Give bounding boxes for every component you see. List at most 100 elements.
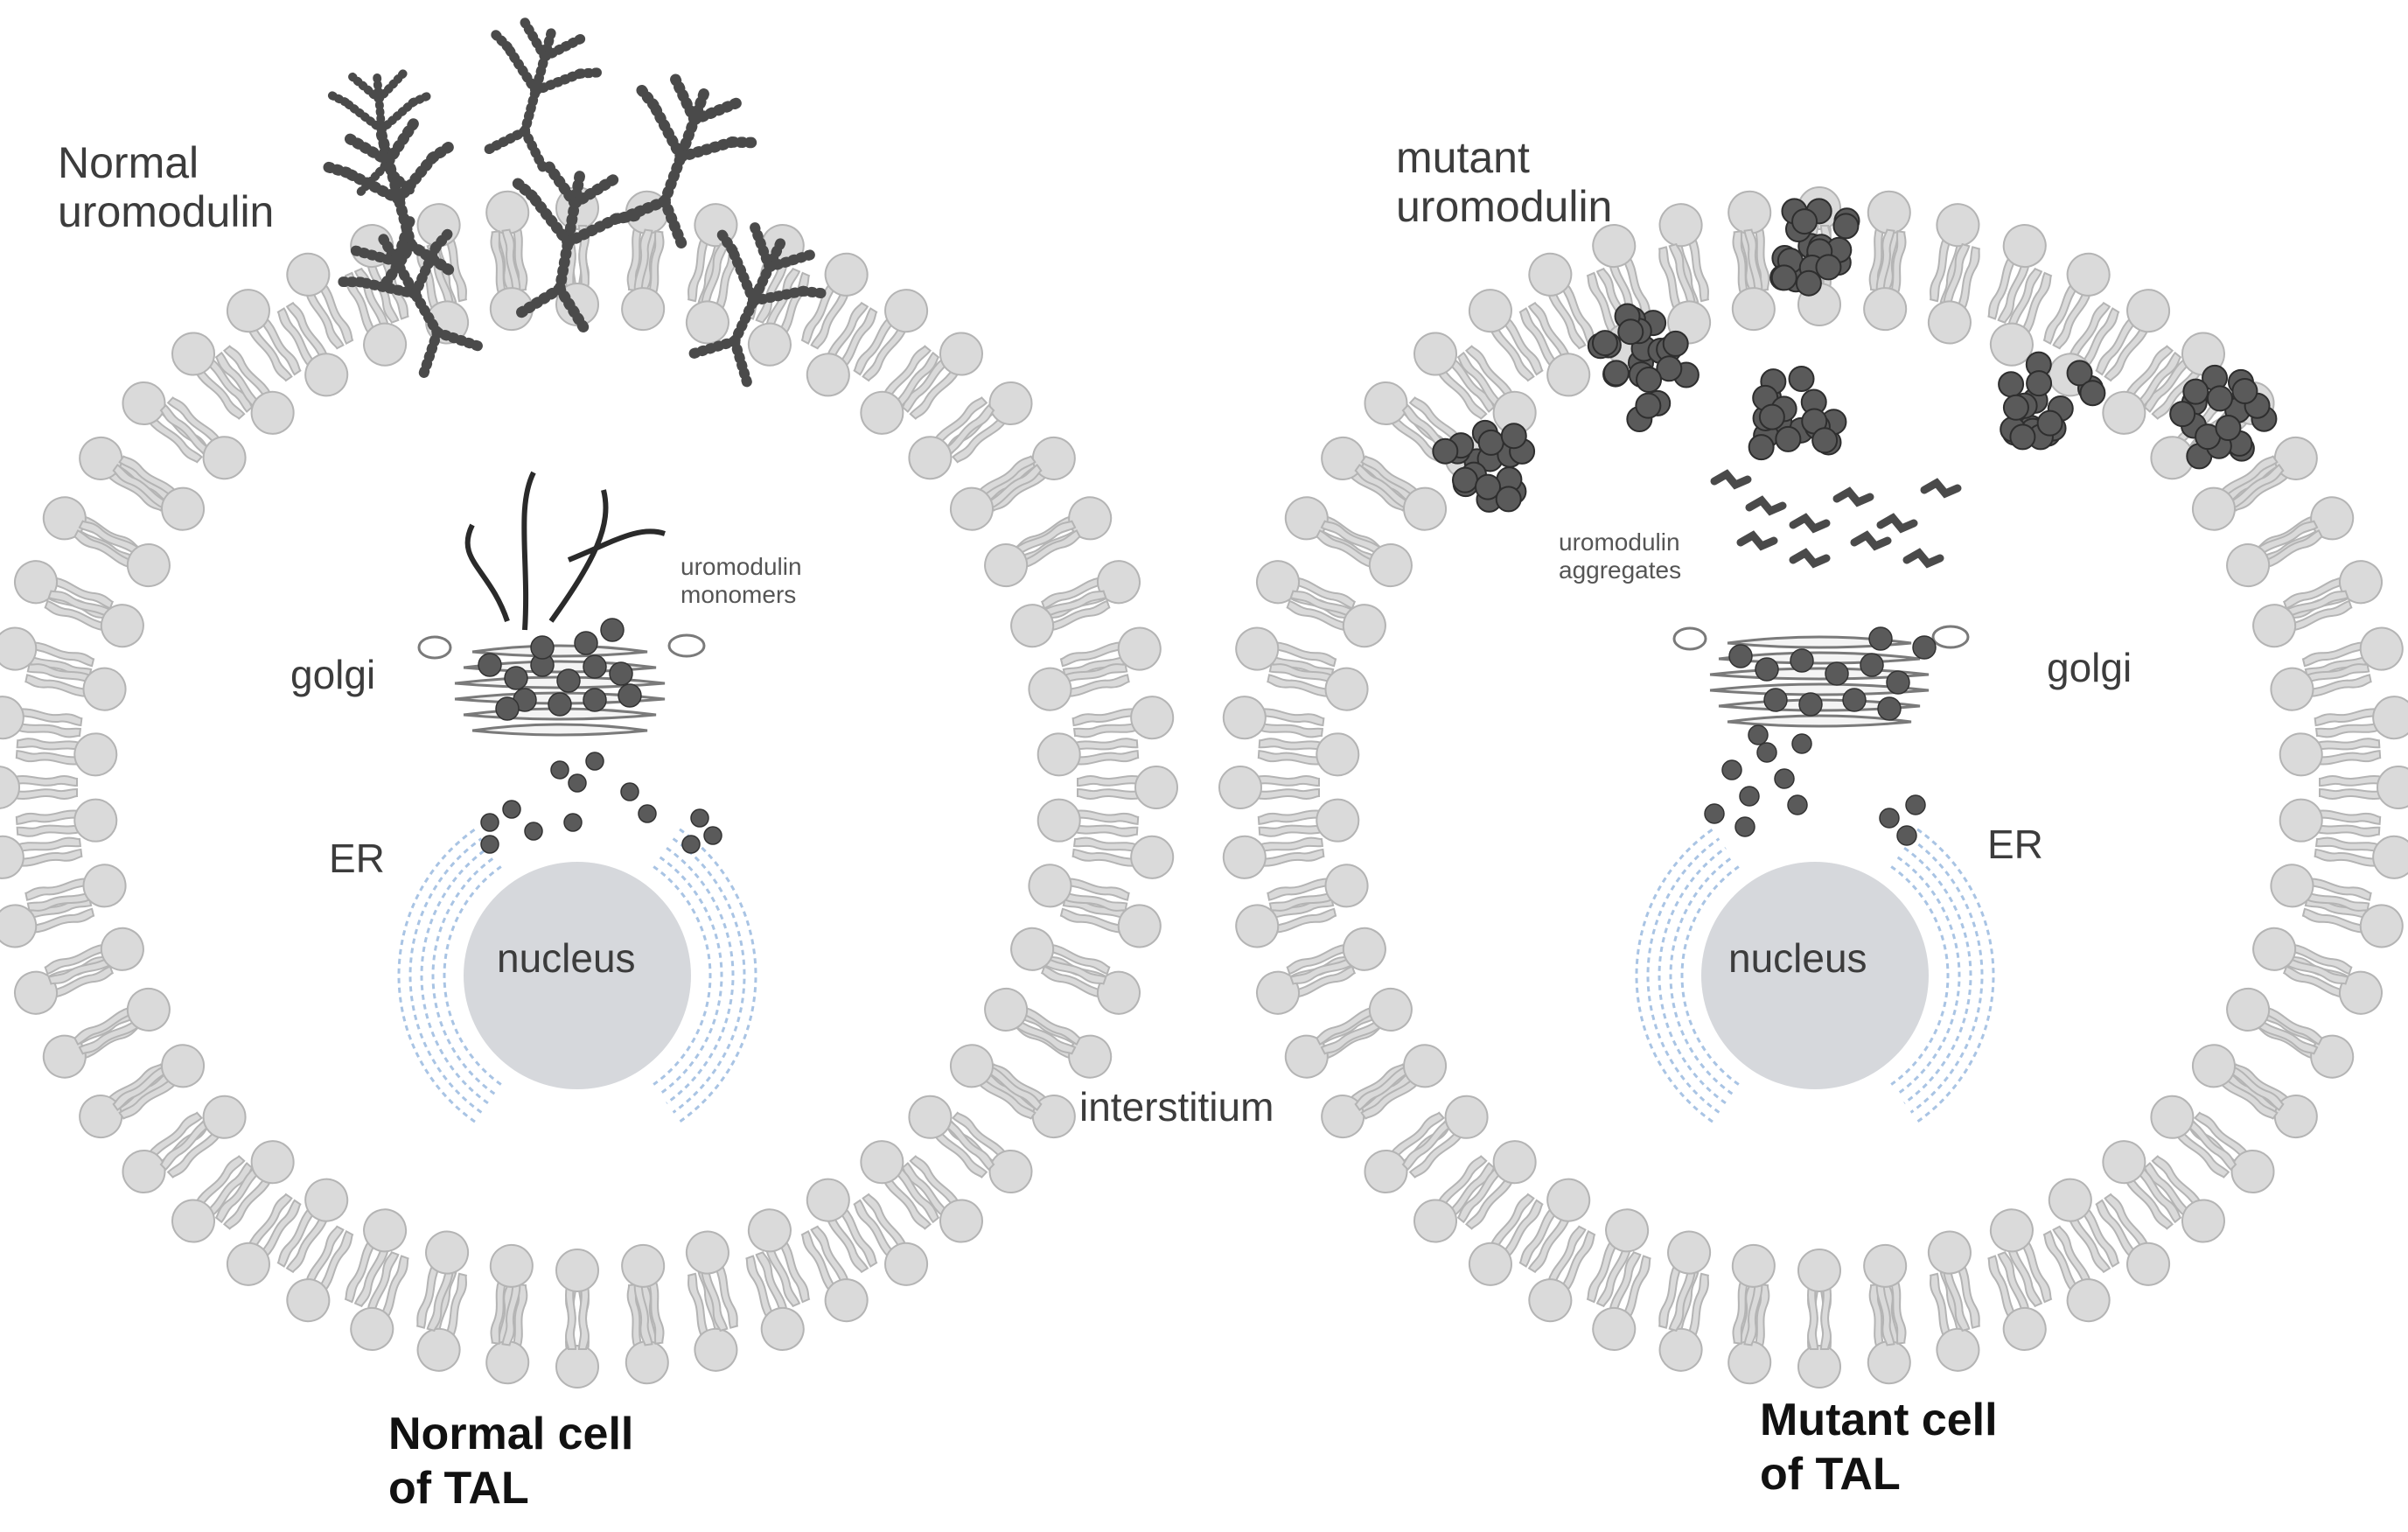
er-label-normal: ER xyxy=(329,836,385,881)
lipid-tail xyxy=(942,1119,995,1172)
lipid-tail xyxy=(1289,956,1355,985)
lipid-head xyxy=(1727,1340,1772,1385)
protein-dot xyxy=(585,752,604,771)
lipid-head xyxy=(2359,904,2404,948)
fragment xyxy=(1832,486,1874,507)
lipid-tail xyxy=(1064,674,1130,697)
lipid-tail xyxy=(2068,301,2111,361)
lipid-head xyxy=(416,1327,461,1372)
phospholipid xyxy=(1927,242,1981,345)
lipid-tail xyxy=(1456,351,1504,409)
lipid-tail xyxy=(1258,823,1324,837)
phospholipid xyxy=(2224,1063,2318,1139)
lipid-tail xyxy=(1956,1263,1981,1329)
lipid-head xyxy=(2252,927,2297,971)
fragment xyxy=(1920,478,1962,499)
lipid-tail xyxy=(16,738,82,752)
endoplasmic-reticulum xyxy=(397,828,757,1123)
protein-dot xyxy=(1825,661,1849,686)
aggregate-bead xyxy=(1451,466,1478,493)
aggregate-bead xyxy=(2231,377,2258,404)
lipid-tail xyxy=(952,1111,1008,1160)
lipid-head xyxy=(694,1327,738,1372)
protein-fragments xyxy=(1710,469,1962,569)
lipid-tail xyxy=(2175,1129,2230,1179)
lipid-tail xyxy=(2104,1193,2149,1251)
lipid-tail xyxy=(501,228,521,294)
lipid-tail xyxy=(2052,1225,2092,1286)
phospholipid xyxy=(1218,766,1320,809)
lipid-tail xyxy=(933,1129,988,1179)
aggregate-bead xyxy=(1500,423,1527,450)
phospholipid xyxy=(908,396,995,480)
lipid-head xyxy=(1324,864,1369,908)
golgi-cisterna xyxy=(471,723,648,737)
lipid-head xyxy=(122,381,166,426)
phospholipid xyxy=(226,1193,302,1286)
er-cisterna xyxy=(420,846,489,1105)
lipid-tail xyxy=(1743,1281,1763,1347)
lipid-tail xyxy=(745,1255,776,1319)
lipid-tail xyxy=(985,464,1043,510)
protein-dot xyxy=(681,835,701,854)
lipid-head xyxy=(2377,766,2408,809)
nucleus xyxy=(1701,862,1929,1089)
lipid-head xyxy=(122,1149,166,1193)
lipid-head xyxy=(2150,436,2195,480)
phospholipid xyxy=(1863,1243,1908,1347)
lipid-tail xyxy=(1464,1175,1514,1230)
polymer-branch xyxy=(409,242,441,299)
lipid-tail xyxy=(73,529,135,569)
lipid-head xyxy=(1235,626,1280,671)
protein-dot xyxy=(1896,825,1917,846)
aggregate-bead xyxy=(2215,415,2242,442)
polymer-branch xyxy=(527,190,574,248)
phospholipid xyxy=(0,897,95,948)
uromodulin-polymer xyxy=(509,161,646,335)
polymer-branch xyxy=(659,84,711,207)
phospholipid xyxy=(1456,345,1537,435)
lipid-head xyxy=(1036,798,1081,843)
lipid-head xyxy=(350,1306,394,1351)
protein-dot xyxy=(504,666,528,690)
lipid-tail xyxy=(687,1272,710,1339)
protein-dot xyxy=(1739,786,1760,807)
lipid-head xyxy=(1028,864,1072,908)
lipid-tail xyxy=(893,1166,940,1224)
lipid-tail xyxy=(1408,396,1463,446)
phospholipid xyxy=(73,987,171,1055)
polymer-branch xyxy=(502,42,541,96)
lipid-tail xyxy=(17,708,83,727)
phospholipid xyxy=(1468,289,1544,382)
aggregate-bead xyxy=(1748,434,1775,461)
lipid-tail xyxy=(1621,1255,1651,1319)
lipid-tail xyxy=(853,316,897,376)
phospholipid xyxy=(1316,987,1413,1055)
normal-cell xyxy=(0,17,1178,1389)
lipid-tail xyxy=(1072,836,1139,853)
polymer-branch xyxy=(374,67,409,104)
lipid-head xyxy=(1989,322,2034,367)
phospholipid xyxy=(2279,732,2382,777)
phospholipid xyxy=(2095,289,2171,382)
lipid-head xyxy=(988,381,1033,426)
lipid-head xyxy=(226,1242,270,1286)
lipid-head xyxy=(286,1278,331,1323)
protein-dot xyxy=(1756,742,1777,763)
lipid-head xyxy=(908,1095,953,1139)
endoplasmic-reticulum xyxy=(1635,828,1995,1123)
lipid-head xyxy=(1989,1208,2034,1253)
protein-dot xyxy=(600,618,625,642)
lipid-tail xyxy=(1732,1278,1749,1345)
phospholipid xyxy=(685,1230,739,1333)
lipid-tail xyxy=(2080,307,2120,368)
phospholipid xyxy=(853,1193,929,1286)
phospholipid xyxy=(1456,1140,1537,1230)
lipid-head xyxy=(0,696,24,740)
lipid-head xyxy=(1413,332,1458,376)
lipid-head xyxy=(1222,696,1267,740)
lipid-tail xyxy=(985,1065,1043,1111)
lipid-tail xyxy=(853,1199,897,1259)
phospholipid xyxy=(853,289,929,382)
lipid-head xyxy=(2002,1306,2047,1351)
